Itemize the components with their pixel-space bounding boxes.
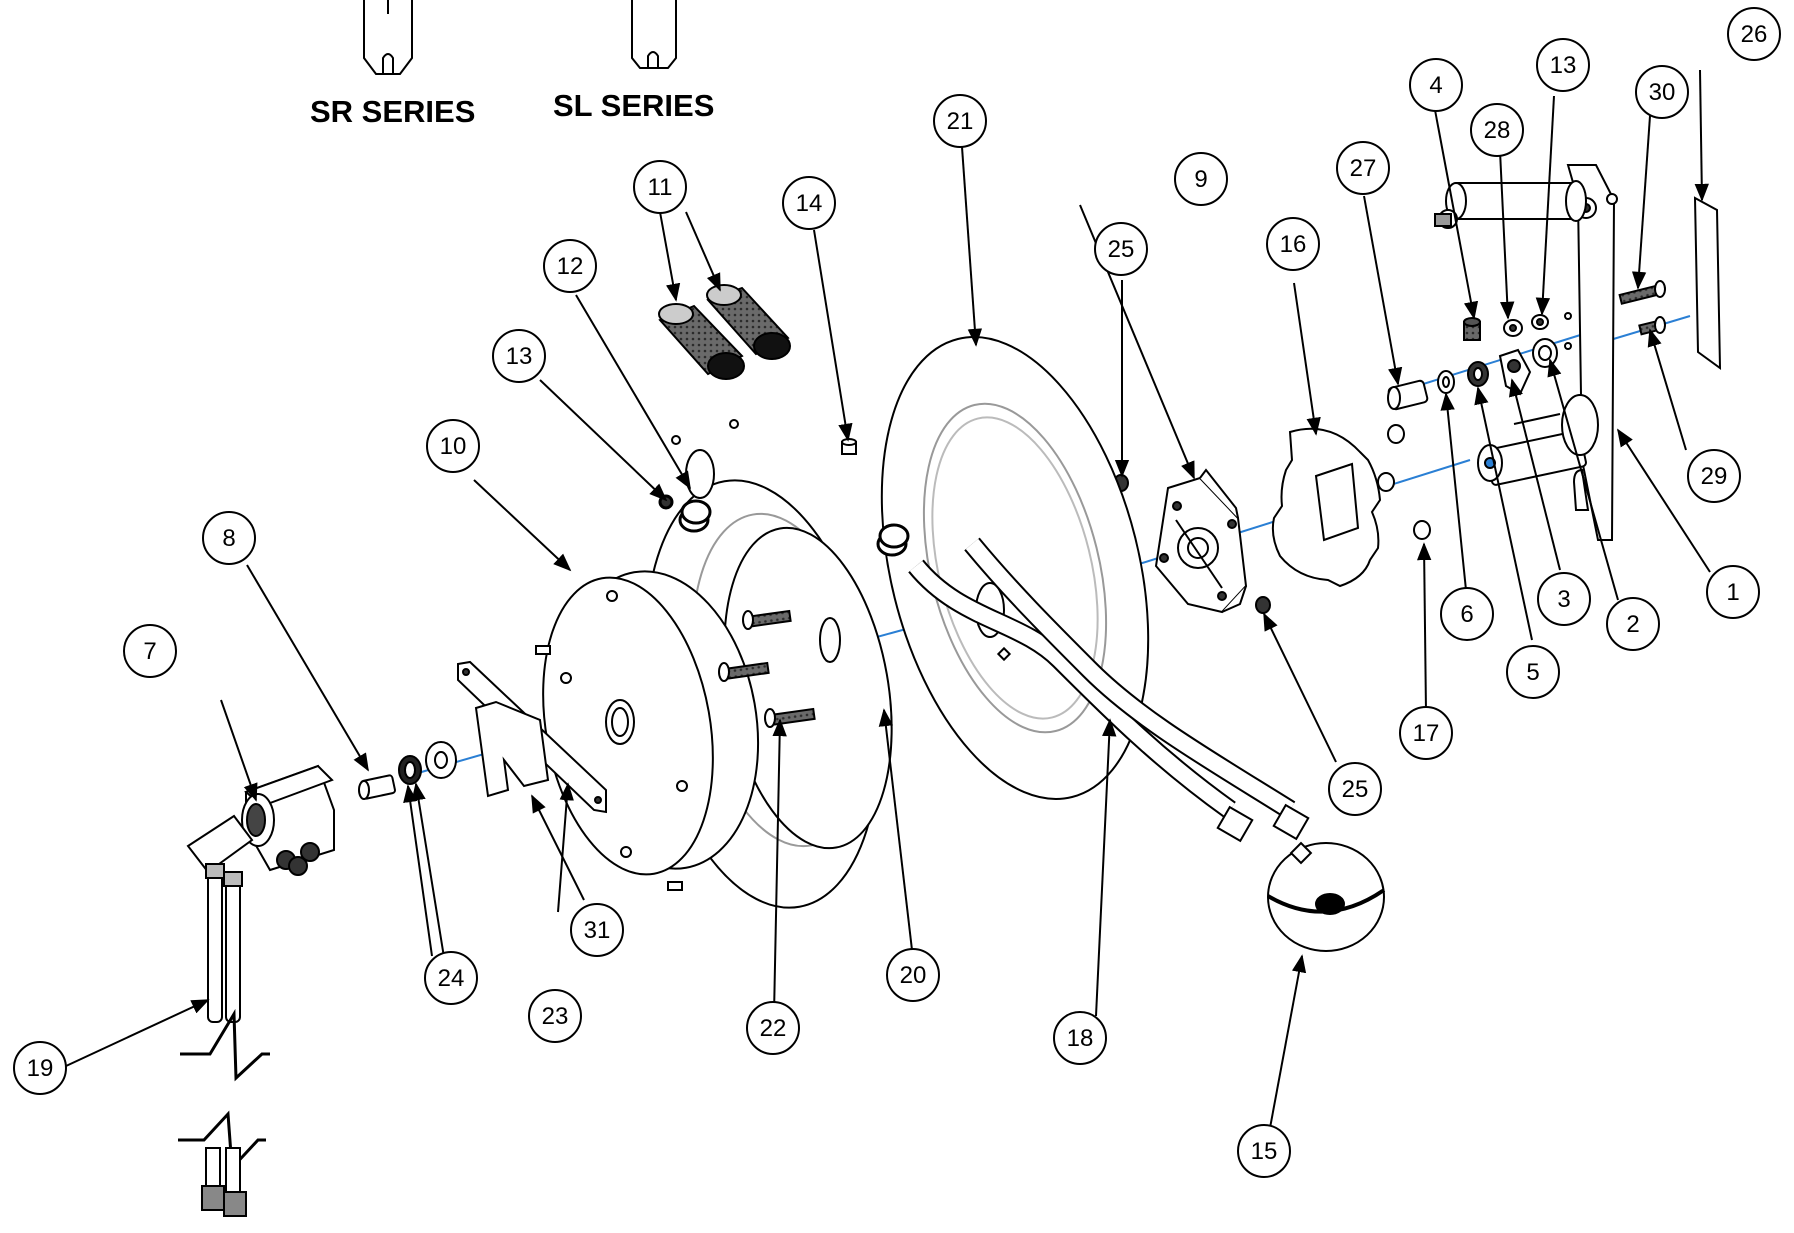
part-26-label-plate	[1693, 196, 1722, 370]
sl-series-label: SL SERIES	[553, 88, 715, 123]
callout-31: 31	[570, 903, 624, 957]
svg-text:13: 13	[506, 343, 533, 370]
svg-text:4: 4	[1429, 72, 1442, 99]
svg-text:15: 15	[1251, 1138, 1278, 1165]
svg-text:6: 6	[1460, 601, 1473, 628]
svg-text:20: 20	[900, 962, 927, 989]
callout-25-bottom: 25	[1328, 762, 1382, 816]
parts-8-23-24	[358, 741, 457, 800]
svg-text:22: 22	[760, 1015, 787, 1042]
svg-text:10: 10	[440, 433, 467, 460]
callout-13-right: 13	[1536, 38, 1590, 92]
callout-12: 12	[543, 239, 597, 293]
callout-26: 26	[1727, 7, 1781, 61]
callout-14: 14	[782, 176, 836, 230]
svg-text:29: 29	[1701, 463, 1728, 490]
svg-text:5: 5	[1526, 659, 1539, 686]
sr-series-label: SR SERIES	[310, 94, 476, 129]
callout-22: 22	[746, 1001, 800, 1055]
svg-text:26: 26	[1741, 21, 1768, 48]
sr-series-bracket	[363, 0, 413, 75]
callout-19: 19	[13, 1041, 67, 1095]
svg-text:11: 11	[648, 174, 673, 201]
svg-text:25: 25	[1342, 776, 1369, 803]
svg-text:1: 1	[1726, 579, 1739, 606]
callout-11: 11	[633, 160, 687, 214]
callout-5: 5	[1506, 645, 1560, 699]
svg-text:23: 23	[542, 1003, 569, 1030]
svg-text:2: 2	[1626, 611, 1639, 638]
part-18-hoses	[908, 537, 1310, 843]
callout-18: 18	[1053, 1011, 1107, 1065]
part-1-mounting-frame	[1434, 164, 1618, 541]
svg-text:24: 24	[438, 965, 465, 992]
svg-text:28: 28	[1484, 117, 1511, 144]
part-7-swivel	[186, 764, 335, 876]
svg-text:7: 7	[143, 638, 156, 665]
part-19-hose-pigtails	[178, 863, 270, 1217]
callout-1: 1	[1706, 565, 1760, 619]
callout-21: 21	[933, 94, 987, 148]
svg-text:16: 16	[1280, 231, 1307, 258]
svg-text:17: 17	[1413, 720, 1440, 747]
svg-text:12: 12	[557, 253, 584, 280]
part-9-mount-block	[1154, 468, 1248, 614]
part-31-guide-bracket	[457, 660, 607, 814]
svg-text:25: 25	[1108, 236, 1135, 263]
callout-10: 10	[426, 419, 480, 473]
part-10-cover-disc	[535, 570, 760, 891]
part-16-ratchet-plate	[1271, 427, 1382, 588]
sl-series-bracket	[631, 0, 677, 69]
svg-text:31: 31	[584, 917, 611, 944]
callout-3: 3	[1537, 572, 1591, 626]
callout-15: 15	[1237, 1124, 1291, 1178]
svg-text:9: 9	[1194, 166, 1207, 193]
callout-4: 4	[1409, 58, 1463, 112]
callout-24: 24	[424, 951, 478, 1005]
callout-9: 9	[1174, 152, 1228, 206]
callout-23: 23	[528, 989, 582, 1043]
callout-leaders	[65, 69, 1711, 1129]
callout-20: 20	[886, 948, 940, 1002]
hose-clamps	[658, 494, 910, 557]
svg-text:3: 3	[1557, 586, 1570, 613]
callout-25-top: 25	[1094, 222, 1148, 276]
callout-8: 8	[202, 511, 256, 565]
callout-29: 29	[1687, 449, 1741, 503]
svg-text:19: 19	[27, 1055, 54, 1082]
part-11-rollers	[658, 284, 791, 380]
svg-text:27: 27	[1350, 155, 1377, 182]
callout-2: 2	[1606, 597, 1660, 651]
callout-13-left: 13	[492, 329, 546, 383]
callout-27: 27	[1336, 141, 1390, 195]
svg-text:30: 30	[1649, 79, 1676, 106]
callout-30: 30	[1635, 65, 1689, 119]
callout-6: 6	[1440, 587, 1494, 641]
part-14-pin	[841, 438, 857, 455]
callout-balloons: 1 2 3 4 5 6 7 8 9 10 11 12 13 13 14 15 1…	[13, 7, 1781, 1178]
svg-text:21: 21	[947, 108, 974, 135]
svg-text:13: 13	[1550, 52, 1577, 79]
callout-28: 28	[1470, 103, 1524, 157]
svg-text:14: 14	[796, 190, 823, 217]
callout-7: 7	[123, 624, 177, 678]
part-15-hose-stop	[1266, 841, 1386, 952]
svg-text:8: 8	[222, 525, 235, 552]
callout-16: 16	[1266, 217, 1320, 271]
svg-text:18: 18	[1067, 1025, 1094, 1052]
callout-17: 17	[1399, 706, 1453, 760]
